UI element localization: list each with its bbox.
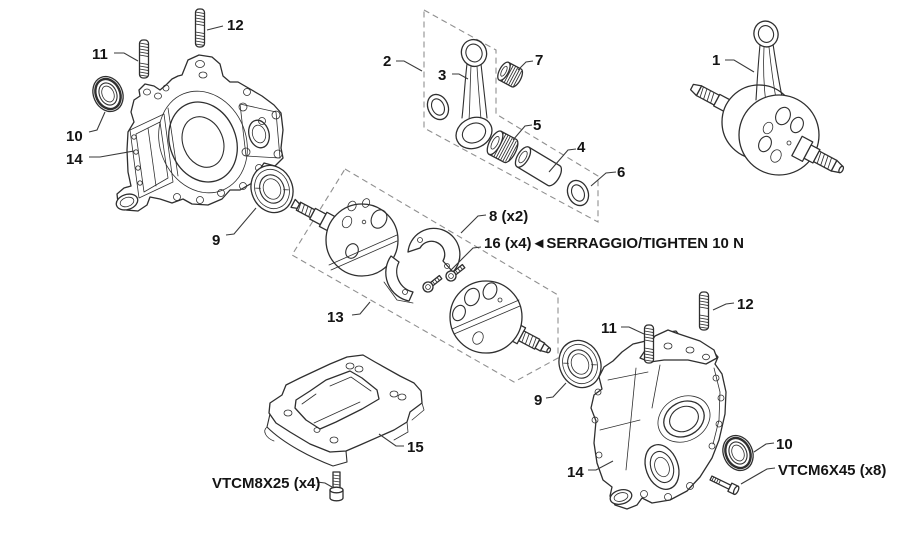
callout-10-right: 10 <box>776 436 793 453</box>
callout-7: 7 <box>535 52 543 69</box>
crankcase-left-half <box>115 54 284 212</box>
case-screw-vtcm6x45 <box>709 475 740 496</box>
callout-14-right: 14 <box>567 464 584 481</box>
screw-spec-right: VTCM6X45 (x8) <box>778 462 886 479</box>
callout-16-torque-note: 16 (x4)◄SERRAGGIO/TIGHTEN 10 N <box>484 235 744 252</box>
callout-1: 1 <box>712 52 720 69</box>
callout-4: 4 <box>577 139 586 156</box>
crank-web-right-half <box>449 280 552 354</box>
callout-10-left: 10 <box>66 128 83 145</box>
needle-bearing-small-end <box>497 61 524 88</box>
callout-6: 6 <box>617 164 625 181</box>
crank-web-left-half <box>290 198 399 277</box>
crankcase-right-half <box>590 329 727 510</box>
callout-12-left: 12 <box>227 17 244 34</box>
main-bearing-right <box>551 333 609 395</box>
connecting-rod <box>455 38 493 150</box>
callout-12-right: 12 <box>737 296 754 313</box>
callout-9-left: 9 <box>212 232 220 249</box>
stud-12-left <box>194 8 206 48</box>
crank-pin <box>514 146 563 187</box>
stud-11-right <box>643 324 655 364</box>
oil-seal-left <box>86 70 130 118</box>
callout-13: 13 <box>327 309 344 326</box>
leader-lines <box>88 25 776 488</box>
callout-11-right: 11 <box>601 320 617 337</box>
counterweight-screws-16 <box>422 263 466 293</box>
mount-screw-vtcm8x25 <box>329 471 344 502</box>
callout-9-right: 9 <box>534 392 542 409</box>
stud-12-right <box>698 291 710 331</box>
callout-15: 15 <box>407 439 424 456</box>
callout-11-left: 11 <box>92 46 108 63</box>
screw-spec-bottom: VTCM8X25 (x4) <box>212 475 320 492</box>
thrust-washer-6 <box>562 176 594 210</box>
connecting-rod-kit-boundary <box>423 9 599 223</box>
callout-2: 2 <box>383 53 391 70</box>
oil-seal-right <box>716 429 760 477</box>
rod-thrust-washer <box>422 90 454 124</box>
callout-3: 3 <box>438 67 446 84</box>
needle-bearing-big-end <box>486 130 519 164</box>
stud-11-left <box>138 39 150 79</box>
callout-5: 5 <box>533 117 541 134</box>
callout-14-left: 14 <box>66 151 83 168</box>
engine-mount-spacer <box>264 354 425 467</box>
crankshaft-kit-boundary <box>291 168 559 383</box>
crankshaft-assembly <box>689 20 845 176</box>
callout-8: 8 (x2) <box>489 208 528 225</box>
